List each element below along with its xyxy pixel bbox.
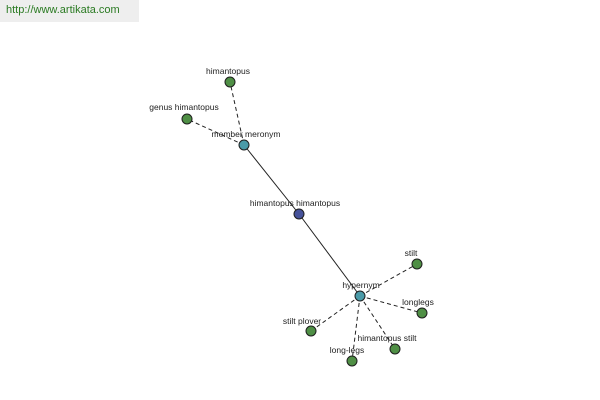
node-label-himantopus-stilt[interactable]: himantopus stilt bbox=[357, 333, 417, 343]
site-url-link[interactable]: http://www.artikata.com bbox=[6, 4, 120, 16]
url-bar: http://www.artikata.com bbox=[0, 0, 139, 22]
node-genus-himantopus[interactable] bbox=[181, 113, 193, 125]
edge-center-to-member-meronym bbox=[243, 144, 300, 215]
edges-layer bbox=[186, 81, 423, 362]
node-label-long-legs[interactable]: long-legs bbox=[330, 345, 365, 355]
edge-hypernym-to-stilt-plover bbox=[310, 295, 361, 332]
node-label-genus-himantopus[interactable]: genus himantopus bbox=[149, 102, 218, 112]
edge-center-to-hypernym bbox=[298, 213, 361, 297]
node-stilt[interactable] bbox=[411, 258, 423, 270]
edge-hypernym-to-longlegs bbox=[359, 295, 423, 314]
node-label-stilt[interactable]: stilt bbox=[405, 248, 418, 258]
node-label-hypernym[interactable]: hypernym bbox=[342, 280, 379, 290]
node-label-longlegs[interactable]: longlegs bbox=[402, 297, 434, 307]
node-label-member-meronym[interactable]: member meronym bbox=[212, 129, 281, 139]
node-hypernym[interactable] bbox=[354, 290, 366, 302]
labels-layer: himantopus himantopus member meronym hyper… bbox=[149, 66, 434, 355]
nodes-layer bbox=[181, 76, 428, 367]
edge-hypernym-to-stilt bbox=[359, 263, 418, 297]
edge-member-meronym-to-himantopus bbox=[229, 81, 245, 146]
node-label-stilt-plover[interactable]: stilt plover bbox=[283, 316, 321, 326]
node-himantopus[interactable] bbox=[224, 76, 236, 88]
node-stilt-plover[interactable] bbox=[305, 325, 317, 337]
node-longlegs[interactable] bbox=[416, 307, 428, 319]
node-label-center[interactable]: himantopus himantopus bbox=[250, 198, 340, 208]
node-long-legs[interactable] bbox=[346, 355, 358, 367]
node-himantopus-stilt[interactable] bbox=[389, 343, 401, 355]
edge-member-meronym-to-genus-himantopus bbox=[186, 118, 245, 146]
node-label-himantopus[interactable]: himantopus bbox=[206, 66, 250, 76]
edge-hypernym-to-himantopus-stilt bbox=[359, 295, 396, 350]
node-center[interactable] bbox=[293, 208, 305, 220]
edge-hypernym-to-long-legs bbox=[351, 295, 361, 362]
node-member-meronym[interactable] bbox=[238, 139, 250, 151]
